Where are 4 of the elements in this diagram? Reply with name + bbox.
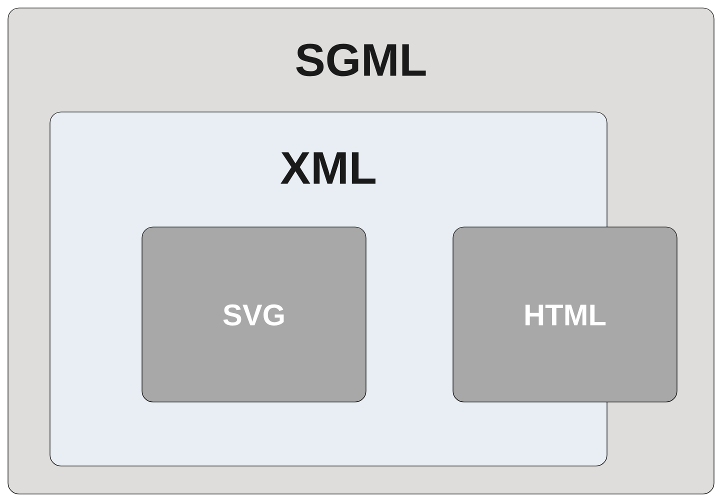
label: XML [280, 152, 376, 184]
label: SVG [223, 304, 284, 326]
label: HTML [526, 304, 606, 326]
label: SGML [296, 44, 426, 76]
